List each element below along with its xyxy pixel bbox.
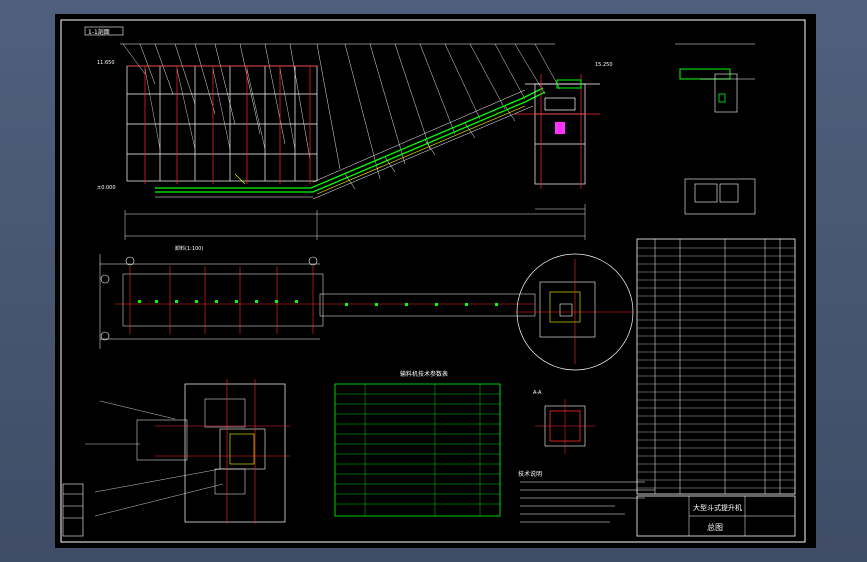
table-caption: 输料机技术参数表 [400, 370, 448, 378]
notes-title: 技术说明 [518, 470, 542, 478]
sheet-label: 总图 [707, 522, 723, 532]
cad-drawing: 1-1剖面 [60, 19, 806, 543]
elevation-label-3: ±0.000 [97, 185, 116, 191]
elevation-label-2: 11.650 [97, 60, 115, 66]
plan-caption: 卸料(1:100) [175, 245, 203, 252]
elevation-label-1: 15.250 [595, 62, 613, 68]
detail-circle [515, 253, 635, 371]
drawing-title: 大型斗式提升机 [693, 503, 742, 512]
parameter-table: 输料机技术参数表 [334, 370, 501, 517]
small-detail: A-A [533, 390, 595, 454]
section-label: 1-1剖面 [88, 28, 110, 36]
parts-list [636, 238, 796, 495]
drawing-frame [60, 19, 806, 543]
section-view: 1-1剖面 [84, 26, 613, 240]
detail-caption: A-A [533, 390, 542, 396]
foundation-plan [85, 379, 290, 524]
title-block: 大型斗式提升机 总图 [636, 495, 796, 537]
plan-view: 卸料(1:100) [99, 245, 635, 371]
revision-strip [62, 483, 84, 537]
cad-drawing-canvas[interactable]: 1-1剖面 [55, 14, 816, 548]
top-right-details [675, 43, 756, 215]
technical-notes: 技术说明 [518, 470, 655, 523]
